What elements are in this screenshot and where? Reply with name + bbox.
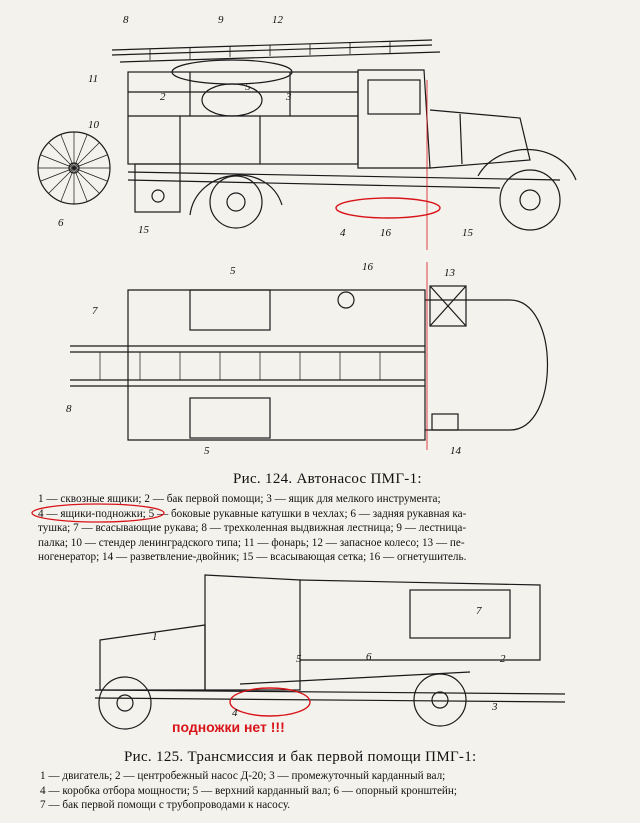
callout-15-front: 15 [462,227,473,239]
figure-124-caption: Рис. 124. Автонасос ПМГ-1: [233,471,422,487]
callout-12: 12 [272,14,283,26]
legend-line: тушка; 7 — всасывающие рукава; 8 — трехк… [38,522,467,534]
red-annotation: подножки нет !!! [172,719,285,735]
callout-125-2: 2 [500,653,506,665]
callout-10: 10 [88,119,99,131]
legend-line: 4 — ящики-подножки; 5 — боковые рукавные… [38,507,467,520]
callout-125-1: 1 [152,631,158,643]
legend-line: 4 — коробка отбора мощности; 5 — верхний… [40,784,458,797]
callout-125-6: 6 [366,651,372,663]
callout-5-bottom: 5 [204,445,210,457]
callout-8: 8 [123,14,129,26]
legend-line: 1 — сквозные ящики; 2 — бак первой помощ… [38,493,441,505]
callout-5: 5 [245,81,251,93]
callout-9: 9 [218,14,224,26]
callout-15-rear: 15 [138,224,149,236]
callout-11: 11 [88,73,99,85]
callout-3: 3 [286,91,292,103]
callout-125-3: 3 [492,701,498,713]
legend-line: 7 — бак первой помощи с трубопроводами к… [40,799,291,811]
figure-125-caption: Рис. 125. Трансмиссия и бак первой помощ… [124,749,477,765]
callout-16-top: 16 [362,261,373,273]
callout-4: 4 [340,227,346,239]
legend-line: 1 — двигатель; 2 — центробежный насос Д-… [40,770,446,782]
legend-line: палка; 10 — стендер ленинградского типа;… [38,536,465,549]
callout-5-top: 5 [230,265,236,277]
callout-125-7: 7 [476,605,482,617]
callout-125-5: 5 [296,653,302,665]
callout-2: 2 [160,91,166,103]
callout-13: 13 [444,267,455,279]
callout-7: 7 [92,305,98,317]
legend-line: ногенератор; 14 — разветвление-двойник; … [38,551,467,563]
callout-6: 6 [58,217,64,229]
figure-125-legend: 1 — двигатель; 2 — центробежный насос Д-… [40,769,457,813]
callout-16: 16 [380,227,391,239]
callout-14: 14 [450,445,461,457]
figure-124-legend: 1 — сквозные ящики; 2 — бак первой помощ… [38,492,466,565]
callout-125-4: 4 [232,707,238,719]
callout-8-top: 8 [66,403,72,415]
